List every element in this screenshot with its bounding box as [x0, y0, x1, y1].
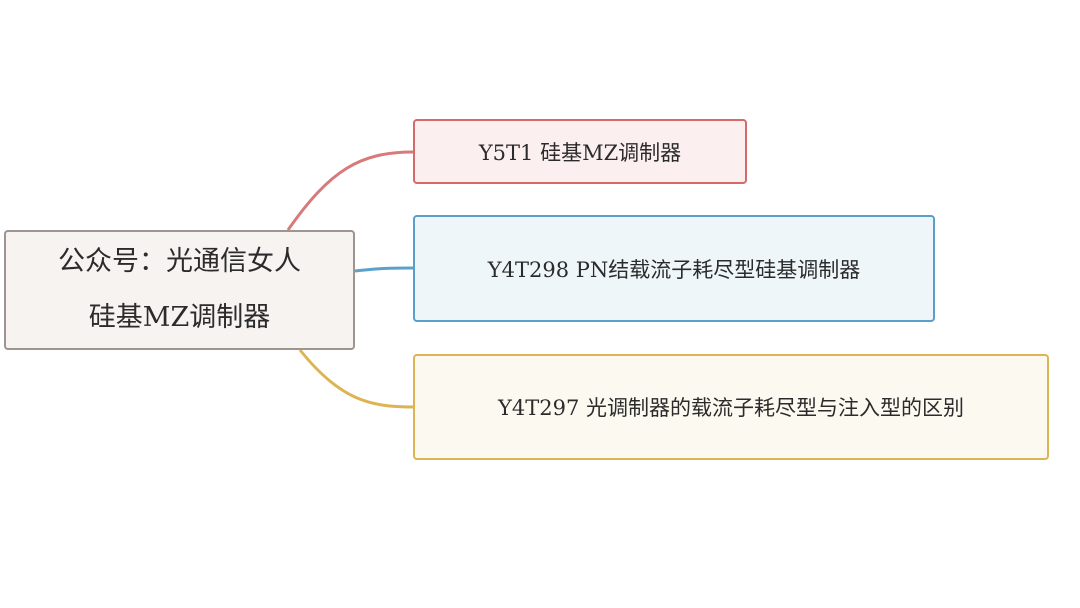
branch-node-3-label: Y4T297 光调制器的载流子耗尽型与注入型的区别	[498, 396, 964, 420]
branch-node-1-label: Y5T1 硅基MZ调制器	[478, 140, 682, 165]
branch-node-2[interactable]: Y4T298 PN结载流子耗尽型硅基调制器	[413, 215, 935, 322]
connector-branch-3	[298, 349, 414, 409]
connector-branch-1	[286, 150, 414, 231]
branch-node-3[interactable]: Y4T297 光调制器的载流子耗尽型与注入型的区别	[413, 354, 1049, 460]
root-node[interactable]: 公众号：光通信女人 硅基MZ调制器	[4, 230, 355, 350]
branch-node-1[interactable]: Y5T1 硅基MZ调制器	[413, 119, 747, 184]
root-title-line2: 硅基MZ调制器	[88, 302, 271, 333]
branch-node-2-label: Y4T298 PN结载流子耗尽型硅基调制器	[487, 257, 861, 282]
root-title-line1: 公众号：光通信女人	[58, 246, 301, 277]
connector-branch-2	[354, 266, 414, 273]
